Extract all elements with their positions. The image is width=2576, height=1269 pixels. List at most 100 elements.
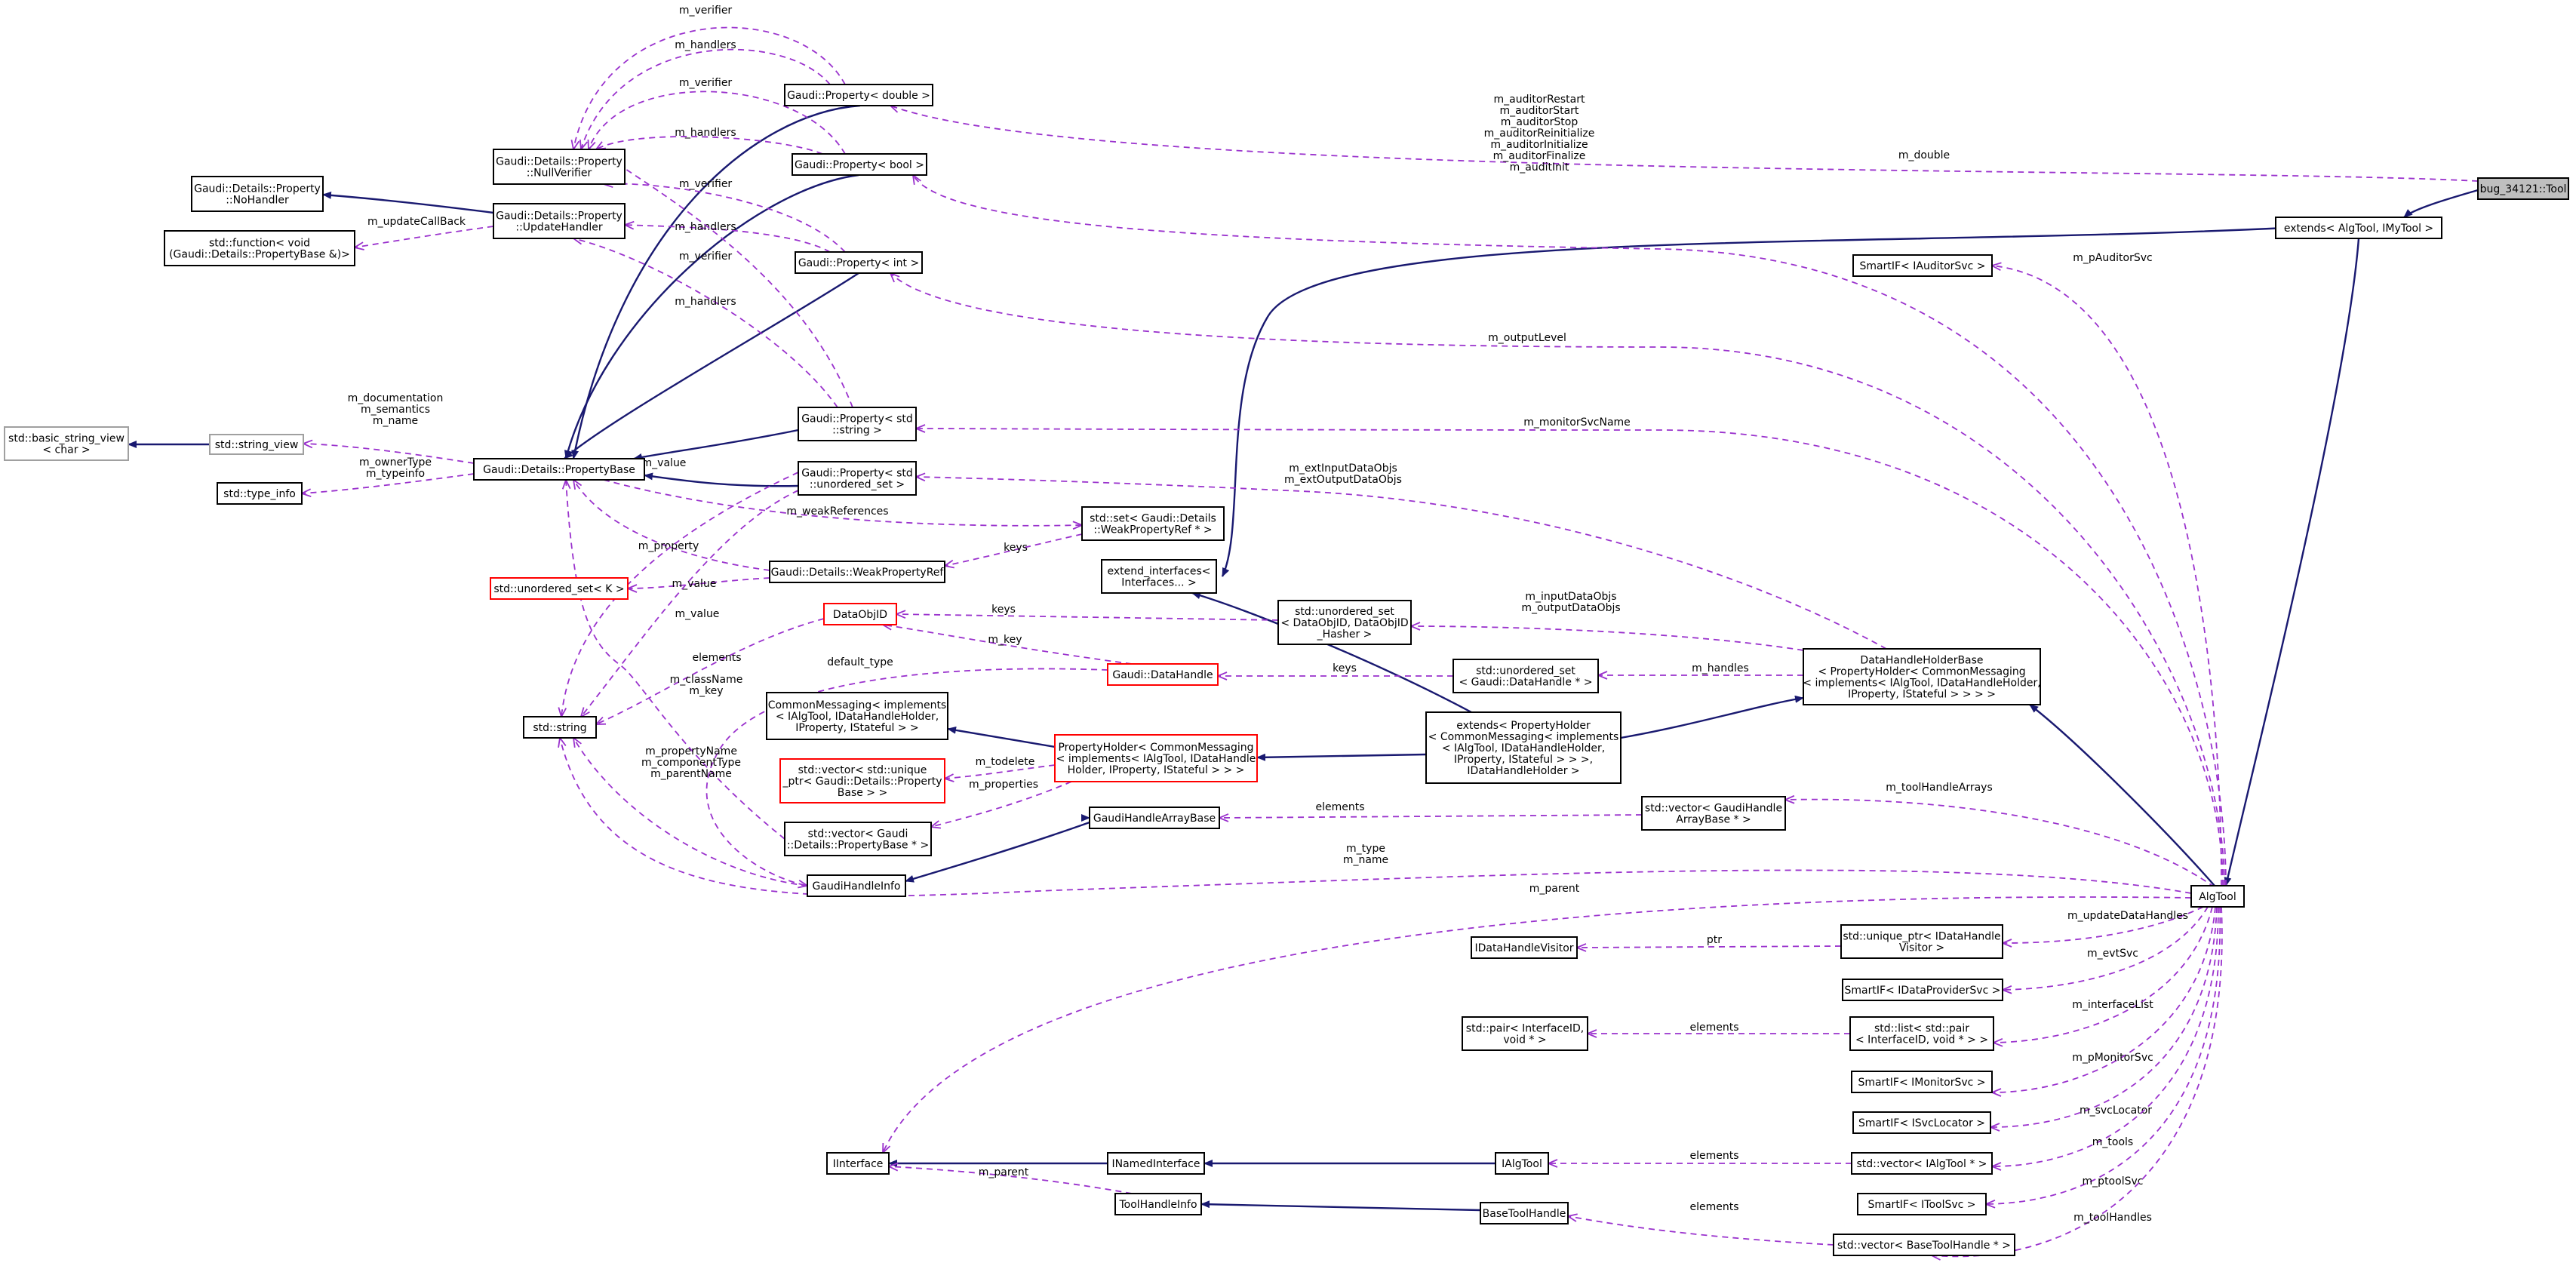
edge-pb-pu (644, 472, 799, 487)
member-arrow (560, 738, 2192, 897)
class-node-extends-imytool[interactable]: extends< AlgTool, IMyTool > (2275, 217, 2442, 239)
class-node-basic-string-view[interactable]: std::basic_string_view< char > (4, 426, 129, 461)
member-arrow (603, 479, 1082, 526)
class-name-text: SmartIF< IToolSvc > (1867, 1199, 1975, 1211)
class-node-type-info[interactable]: std::type_info (217, 482, 303, 505)
inheritance-arrow (947, 726, 1056, 748)
edge-label: m_pAuditorSvc (2073, 252, 2152, 264)
edge-thi-parent: m_parent (889, 1166, 1133, 1194)
class-node-extends-propholder[interactable]: extends< PropertyHolder< CommonMessaging… (1425, 711, 1622, 784)
edge-label: m_typeinfo (366, 468, 425, 480)
edge-label: m_todelete (976, 756, 1035, 768)
class-node-toolhandleinfo[interactable]: ToolHandleInfo (1114, 1193, 1202, 1215)
class-name-text: < char > (42, 444, 90, 456)
class-node-uset-k[interactable]: std::unordered_set< K > (490, 577, 629, 600)
edge-label: m_pMonitorSvc (2072, 1052, 2153, 1064)
class-node-uset-datahandle[interactable]: std::unordered_set< Gaudi::DataHandle * … (1452, 659, 1599, 693)
class-node-updatehandler[interactable]: Gaudi::Details::Property::UpdateHandler (493, 203, 626, 239)
class-node-prop-string[interactable]: Gaudi::Property< std::string > (798, 407, 917, 441)
edge-label: m_ptoolSvc (2083, 1175, 2144, 1188)
class-node-idhvisitor[interactable]: IDataHandleVisitor (1471, 936, 1578, 959)
class-name-text: DataHandleHolderBase (1860, 655, 1983, 667)
class-node-list-pair[interactable]: std::list< std::pair< InterfaceID, void … (1849, 1016, 1994, 1051)
edge-label: m_evtSvc (2087, 948, 2138, 960)
class-node-pair-iface[interactable]: std::pair< InterfaceID,void * > (1462, 1016, 1588, 1051)
class-node-prop-double[interactable]: Gaudi::Property< double > (784, 84, 933, 106)
edge-label: default_type (827, 656, 893, 668)
class-name-text: Gaudi::Property< std (801, 413, 913, 426)
member-arrow (883, 625, 1133, 665)
member-arrow (1992, 266, 2222, 886)
class-node-dhholderbase[interactable]: DataHandleHolderBase< PropertyHolder< Co… (1803, 648, 2041, 705)
class-name-text: extend_interfaces< (1108, 566, 1211, 578)
class-node-toolsvc[interactable]: SmartIF< IToolSvc > (1857, 1193, 1987, 1215)
class-node-dataobjid[interactable]: DataObjID (823, 603, 897, 625)
class-node-stdstring[interactable]: std::string (523, 716, 597, 739)
edge-nh-uh (322, 191, 494, 214)
class-node-nullverifier[interactable]: Gaudi::Details::Property::NullVerifier (493, 149, 626, 185)
class-node-svclocator[interactable]: SmartIF< ISvcLocator > (1852, 1111, 1991, 1134)
member-arrow (890, 273, 2225, 886)
class-node-ialgtool[interactable]: IAlgTool (1495, 1152, 1549, 1175)
class-name-text: std::unordered_set< K > (493, 583, 624, 595)
class-node-weakpropref[interactable]: Gaudi::Details::WeakPropertyRef (769, 561, 945, 583)
edge-label: elements (1689, 1022, 1738, 1034)
class-node-prop-bool[interactable]: Gaudi::Property< bool > (792, 153, 927, 176)
edge-label: m_handlers (675, 221, 736, 233)
inheritance-arrow (1620, 695, 1804, 739)
edge-label: m_documentation (348, 392, 444, 404)
class-node-datahandle[interactable]: Gaudi::DataHandle (1107, 663, 1219, 686)
class-node-basetoolhandle[interactable]: BaseToolHandle (1480, 1202, 1569, 1224)
class-node-extend-interfaces[interactable]: extend_interfaces<Interfaces... > (1101, 559, 1217, 594)
class-node-prop-uset[interactable]: Gaudi::Property< std::unordered_set > (798, 461, 917, 496)
inheritance-arrow (1221, 226, 2287, 577)
edge-pb-pb2 (564, 174, 859, 459)
class-name-text: IDataHandleVisitor (1474, 942, 1573, 954)
class-box (191, 176, 324, 212)
edge-evtsvc: m_evtSvc (2003, 906, 2209, 990)
class-box (1480, 1202, 1569, 1224)
class-node-dataprovidersvc[interactable]: SmartIF< IDataProviderSvc > (1842, 979, 2003, 1001)
class-name-text: IDataHandleHolder > (1467, 765, 1579, 777)
class-box (1107, 1152, 1205, 1175)
class-name-text: IProperty, IStateful > > > > (1848, 689, 1996, 701)
class-node-string-view[interactable]: std::string_view (209, 434, 304, 455)
edge-label: m_weakReferences (786, 505, 888, 518)
class-name-text: std::unique_ptr< IDataHandle (1843, 931, 2000, 943)
class-name-text: Holder, IProperty, IStateful > > > (1068, 764, 1245, 776)
class-node-vec-propbase[interactable]: std::vector< Gaudi::Details::PropertyBas… (784, 822, 932, 856)
class-node-unique-idhvisitor[interactable]: std::unique_ptr< IDataHandleVisitor > (1840, 924, 2003, 959)
member-arrow (931, 781, 1072, 827)
class-node-nohandler[interactable]: Gaudi::Details::Property::NoHandler (191, 176, 324, 212)
class-node-gaudihandlearraybase[interactable]: GaudiHandleArrayBase (1089, 807, 1220, 829)
class-node-bug[interactable]: bug_34121::Tool (2477, 177, 2569, 200)
class-node-commonmessaging[interactable]: CommonMessaging< implements< IAlgTool, I… (766, 692, 948, 740)
class-node-uset-dataobjid[interactable]: std::unordered_set< DataObjID, DataObjID… (1277, 600, 1412, 645)
class-node-vec-basetoolhandle[interactable]: std::vector< BaseToolHandle * > (1833, 1234, 2015, 1256)
class-box (473, 458, 645, 481)
class-node-set-weak[interactable]: std::set< Gaudi::Details::WeakPropertyRe… (1081, 506, 1225, 541)
class-node-prop-int[interactable]: Gaudi::Property< int > (795, 251, 923, 274)
class-node-vec-ialgtool[interactable]: std::vector< IAlgTool * > (1851, 1152, 1993, 1175)
class-node-gaudihandleinfo[interactable]: GaudiHandleInfo (807, 874, 906, 897)
class-node-algtool[interactable]: AlgTool (2190, 885, 2245, 908)
class-node-vec-gharray[interactable]: std::vector< GaudiHandleArrayBase * > (1641, 796, 1786, 831)
member-arrow (625, 225, 831, 253)
edge-auditor: m_auditorRestartm_auditorStartm_auditorS… (913, 94, 2227, 886)
class-node-vec-unique[interactable]: std::vector< std::unique_ptr< Gaudi::Det… (779, 758, 945, 803)
edge-interfacelist: m_interfaceList (1993, 906, 2213, 1043)
class-node-propertybase[interactable]: Gaudi::Details::PropertyBase (473, 458, 645, 481)
edge-bug-ext (2403, 189, 2479, 218)
class-node-auditorsvc[interactable]: SmartIF< IAuditorSvc > (1852, 254, 1993, 277)
class-node-propertyholder[interactable]: PropertyHolder< CommonMessaging< impleme… (1054, 734, 1258, 782)
class-node-monitorsvc[interactable]: SmartIF< IMonitorSvc > (1851, 1071, 1993, 1093)
class-name-text: std::unordered_set (1476, 665, 1575, 678)
class-box (209, 434, 304, 455)
class-node-stdfunction[interactable]: std::function< void(Gaudi::Details::Prop… (164, 230, 355, 266)
class-name-text: (Gaudi::Details::PropertyBase &)> (169, 249, 350, 261)
class-node-iinterface[interactable]: IInterface (826, 1152, 890, 1175)
class-node-inamedinterface[interactable]: INamedInterface (1107, 1152, 1205, 1175)
edge-label: m_value (642, 457, 687, 469)
